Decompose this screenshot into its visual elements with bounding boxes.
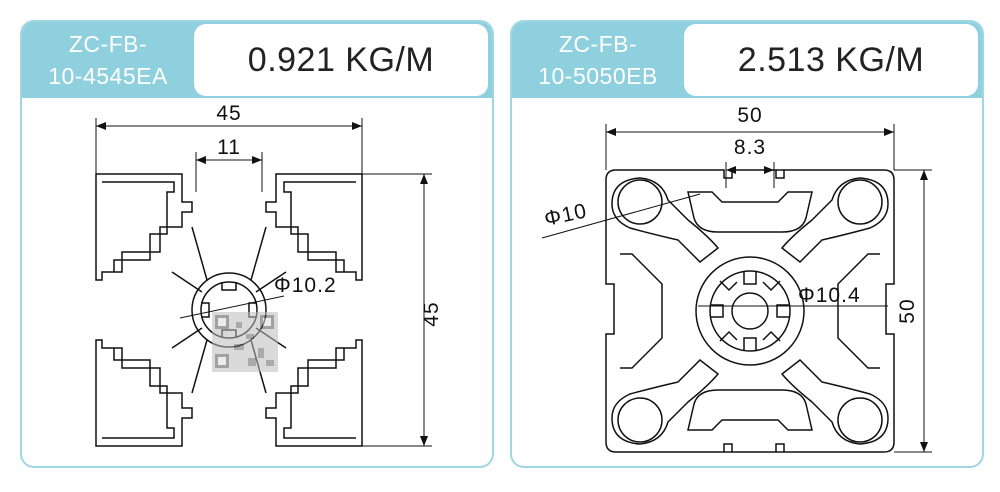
product-code-line1: ZC-FB- bbox=[68, 31, 148, 57]
weight-label: 2.513 KG/M bbox=[684, 24, 978, 96]
dimension-lines bbox=[541, 124, 932, 453]
product-code: ZC-FB- 10-5050EB bbox=[512, 22, 684, 98]
width-dimension: 50 bbox=[737, 104, 762, 127]
width-dimension: 45 bbox=[216, 102, 241, 125]
slot-width-dimension: 8.3 bbox=[734, 136, 766, 159]
dimension-arrows bbox=[606, 128, 928, 452]
product-code-line1: ZC-FB- bbox=[558, 31, 638, 57]
dimension-lines bbox=[95, 118, 432, 447]
corner-hole-dimension: Φ10 bbox=[542, 199, 589, 230]
weight-label: 0.921 KG/M bbox=[194, 24, 488, 96]
profile-drawing-5050: 50 8.3 50 Φ10.4 Φ10 bbox=[541, 104, 932, 453]
bore-diameter-dimension: Φ10.4 bbox=[798, 284, 861, 307]
bore-diameter-dimension: Φ10.2 bbox=[274, 274, 337, 297]
card-header: ZC-FB- 10-5050EB 2.513 KG/M bbox=[512, 22, 982, 98]
profile-card-4545: ZC-FB- 10-4545EA 0.921 KG/M bbox=[20, 20, 494, 468]
card-header: ZC-FB- 10-4545EA 0.921 KG/M bbox=[22, 22, 492, 98]
dimension-arrows bbox=[96, 122, 428, 446]
product-code-line2: 10-5050EB bbox=[538, 63, 658, 89]
product-code: ZC-FB- 10-4545EA bbox=[22, 22, 194, 98]
height-dimension: 45 bbox=[420, 301, 443, 326]
profile-drawing-4545: 45 11 45 Φ10.2 bbox=[95, 102, 443, 447]
product-code-line2: 10-4545EA bbox=[48, 63, 168, 89]
qr-watermark bbox=[212, 312, 278, 372]
height-dimension: 50 bbox=[896, 298, 919, 323]
profile-outline bbox=[95, 173, 363, 447]
profile-outline bbox=[605, 169, 895, 453]
slot-width-dimension: 11 bbox=[217, 136, 241, 159]
profile-card-5050: ZC-FB- 10-5050EB 2.513 KG/M bbox=[510, 20, 984, 468]
